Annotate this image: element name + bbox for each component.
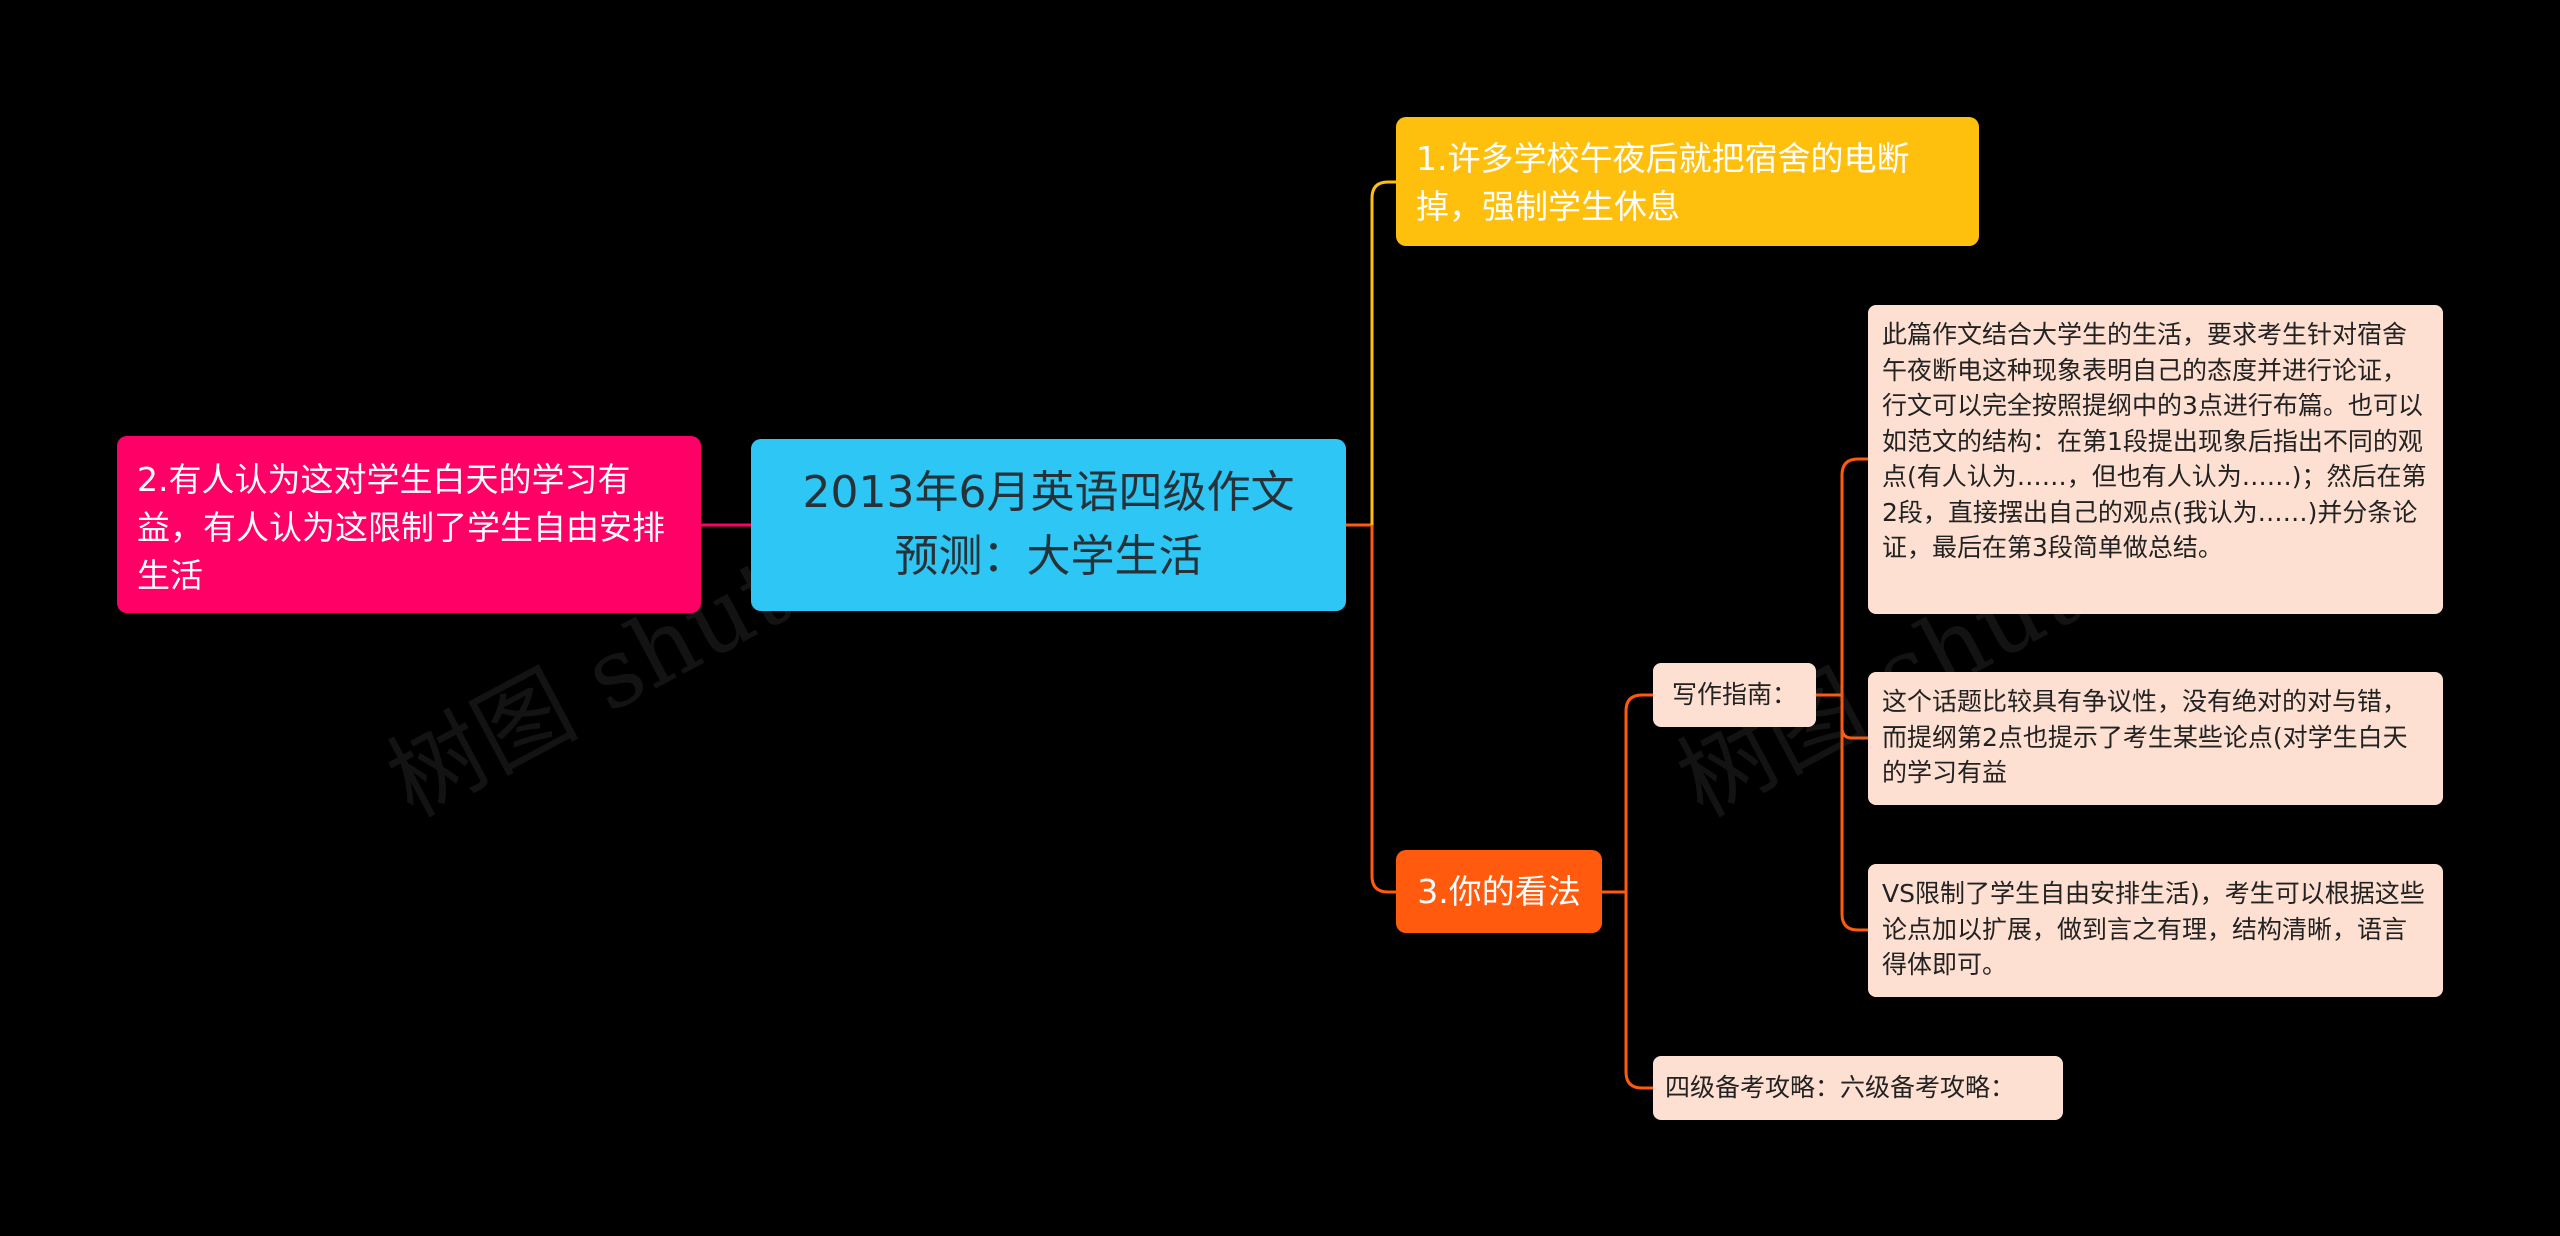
branch-node-3[interactable]: 3.你的看法	[1396, 850, 1602, 933]
guide-detail-3-text: VS限制了学生自由安排生活)，考生可以根据这些论点加以扩展，做到言之有理，结构清…	[1882, 879, 2425, 979]
edge-branch3-guide	[1624, 693, 1653, 892]
branch-2-label: 2.有人认为这对学生白天的学习有益，有人认为这限制了学生自由安排生活	[137, 460, 665, 595]
guide-detail-node-3[interactable]: VS限制了学生自由安排生活)，考生可以根据这些论点加以扩展，做到言之有理，结构清…	[1868, 864, 2443, 997]
guide-detail-node-2[interactable]: 这个话题比较具有争议性，没有绝对的对与错，而提纲第2点也提示了考生某些论点(对学…	[1868, 672, 2443, 805]
branch-node-1[interactable]: 1.许多学校午夜后就把宿舍的电断掉，强制学生休息	[1396, 117, 1979, 246]
branch-node-2[interactable]: 2.有人认为这对学生白天的学习有益，有人认为这限制了学生自由安排生活	[117, 436, 701, 613]
root-topic-node[interactable]: 2013年6月英语四级作文预测：大学生活	[751, 439, 1346, 611]
edge-guide-detail1	[1840, 457, 1868, 695]
root-topic-label: 2013年6月英语四级作文预测：大学生活	[802, 467, 1295, 582]
guide-detail-node-1[interactable]: 此篇作文结合大学生的生活，要求考生针对宿舍午夜断电这种现象表明自己的态度并进行论…	[1868, 305, 2443, 614]
edge-guide-detail2	[1840, 695, 1868, 740]
guide-detail-1-text: 此篇作文结合大学生的生活，要求考生针对宿舍午夜断电这种现象表明自己的态度并进行论…	[1882, 320, 2427, 562]
edge-guide-detail3	[1840, 695, 1868, 932]
exam-strategy-label: 四级备考攻略：六级备考攻略：	[1665, 1073, 2016, 1103]
writing-guide-label: 写作指南：	[1671, 680, 1797, 710]
guide-detail-2-text: 这个话题比较具有争议性，没有绝对的对与错，而提纲第2点也提示了考生某些论点(对学…	[1882, 687, 2408, 787]
edge-branch3-strategy	[1624, 892, 1653, 1090]
edge-root-branch3	[1370, 525, 1396, 894]
edge-root-branch1	[1370, 180, 1396, 525]
branch-1-label: 1.许多学校午夜后就把宿舍的电断掉，强制学生休息	[1416, 139, 1910, 226]
exam-strategy-node[interactable]: 四级备考攻略：六级备考攻略：	[1653, 1056, 2063, 1120]
writing-guide-node[interactable]: 写作指南：	[1653, 663, 1816, 727]
branch-3-label: 3.你的看法	[1417, 871, 1581, 911]
